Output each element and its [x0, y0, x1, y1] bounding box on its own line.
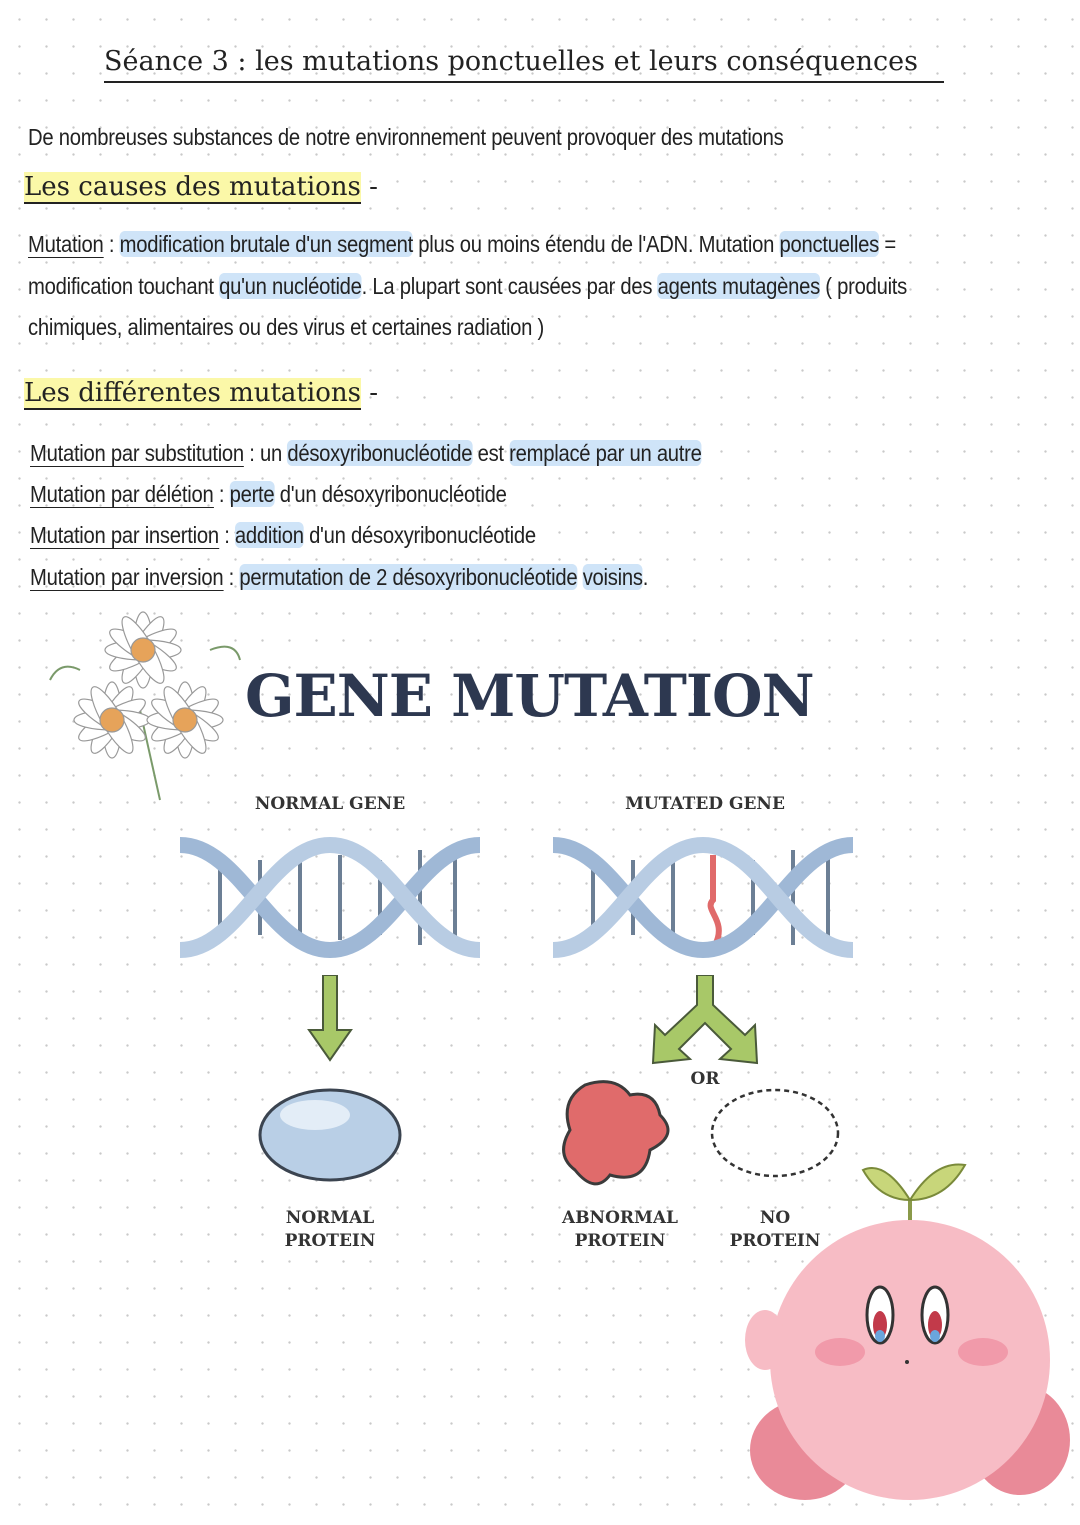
paragraph-line-2: modification touchant qu'un nucléotide. …: [28, 273, 908, 299]
label-or: OR: [690, 1069, 720, 1089]
mutation-item-inversion: Mutation par inversion : permutation de …: [30, 564, 649, 591]
section-heading-types: Les différentes mutations -: [24, 378, 378, 410]
daisy-flowers-sticker: [49, 611, 241, 801]
diagram-title: GENE MUTATION: [245, 662, 815, 730]
label-mutated-gene: MUTATED GENE: [625, 794, 785, 814]
mutation-item-insertion: Mutation par insertion : addition d'un d…: [30, 522, 536, 549]
mutation-item-substitution: Mutation par substitution : un désoxyrib…: [30, 440, 702, 467]
paragraph-line-1: Mutation : modification brutale d'un seg…: [28, 231, 896, 258]
split-arrow-icon: [651, 975, 759, 1065]
normal-protein-icon: [258, 1088, 402, 1182]
label-normal-gene: NORMAL GENE: [254, 794, 406, 814]
abnormal-protein-icon: [562, 1080, 670, 1186]
mutation-item-deletion: Mutation par délétion : perte d'un désox…: [30, 481, 507, 508]
no-protein-icon: [710, 1088, 840, 1178]
kirby-sticker: [745, 1163, 1070, 1500]
page-title: Séance 3 : les mutations ponctuelles et …: [104, 46, 944, 83]
dna-mutated-icon: [553, 836, 854, 959]
intro-text: De nombreuses substances de notre enviro…: [28, 124, 784, 150]
paragraph-line-3: chimiques, alimentaires ou des virus et …: [28, 314, 545, 340]
section-heading-causes: Les causes des mutations -: [24, 172, 378, 204]
dna-normal-icon: [180, 836, 481, 959]
arrow-down-icon: [307, 975, 353, 1062]
